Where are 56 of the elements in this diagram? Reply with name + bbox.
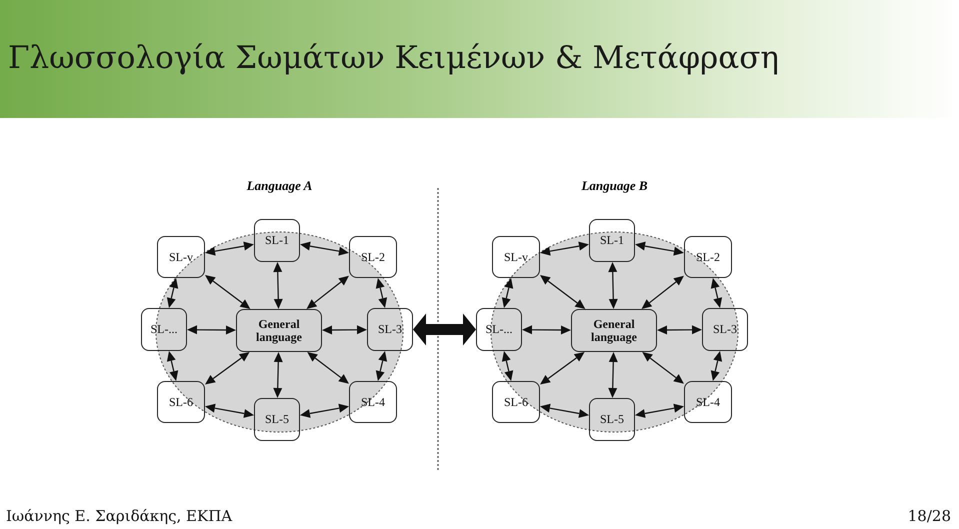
- arrow: [540, 404, 590, 418]
- double-arrow: [413, 314, 476, 346]
- arrow: [205, 275, 250, 309]
- arrow: [187, 325, 236, 334]
- arrow: [300, 242, 349, 256]
- arrow: [322, 325, 367, 334]
- arrow: [608, 262, 618, 309]
- sublanguage-box: SL-2: [684, 236, 732, 278]
- arrow: [635, 242, 684, 256]
- page-number: 18/28: [908, 507, 951, 525]
- sublanguage-box: SL-5: [589, 398, 635, 441]
- arrow: [642, 352, 684, 384]
- arrow: [608, 352, 618, 398]
- arrow: [634, 404, 684, 418]
- sublanguage-box: SL-v: [492, 236, 540, 278]
- arrow: [710, 278, 722, 308]
- arrow: [502, 278, 514, 308]
- arrow: [376, 350, 388, 382]
- arrow: [710, 350, 722, 382]
- arrow: [205, 242, 254, 256]
- arrow: [657, 325, 702, 334]
- sublanguage-box: SL-5: [254, 398, 300, 441]
- sublanguage-box: SL-6: [492, 381, 540, 423]
- arrow: [540, 242, 589, 256]
- arrow: [205, 352, 250, 384]
- sublanguage-box: SL-1: [254, 219, 300, 262]
- arrow: [273, 262, 283, 309]
- sublanguage-box: SL-3: [702, 308, 748, 351]
- sublanguage-box: SL-3: [367, 308, 413, 351]
- sublanguage-box: SL-...: [141, 308, 187, 351]
- slide-title: Γλωσσολογία Σωμάτων Κειμένων & Μετάφραση: [8, 40, 779, 76]
- arrow: [376, 278, 388, 308]
- arrow: [306, 276, 349, 309]
- arrow: [166, 350, 178, 382]
- arrow: [166, 278, 178, 308]
- arrow: [204, 404, 254, 418]
- arrow: [540, 275, 586, 309]
- sublanguage-box: SL-4: [349, 381, 397, 423]
- sublanguage-box: SL-...: [476, 308, 522, 351]
- author-text: Ιωάννης Ε. Σαριδάκης, ΕΚΠΑ: [6, 507, 232, 525]
- cluster-heading: Language A: [246, 178, 314, 194]
- sublanguage-box: SL-4: [684, 381, 732, 423]
- arrow: [522, 325, 571, 334]
- arrow: [540, 352, 585, 384]
- sublanguage-box: SL-v: [157, 236, 205, 278]
- sublanguage-box: SL-6: [157, 381, 205, 423]
- cluster-heading: Language B: [580, 178, 649, 194]
- general-language-box: General language: [236, 309, 322, 352]
- arrow: [273, 352, 283, 398]
- arrow: [307, 352, 349, 384]
- general-language-box: General language: [571, 309, 657, 352]
- arrow: [642, 276, 684, 309]
- arrow: [300, 404, 350, 418]
- arrow: [502, 350, 514, 382]
- sublanguage-box: SL-2: [349, 236, 397, 278]
- sublanguage-box: SL-1: [589, 219, 635, 262]
